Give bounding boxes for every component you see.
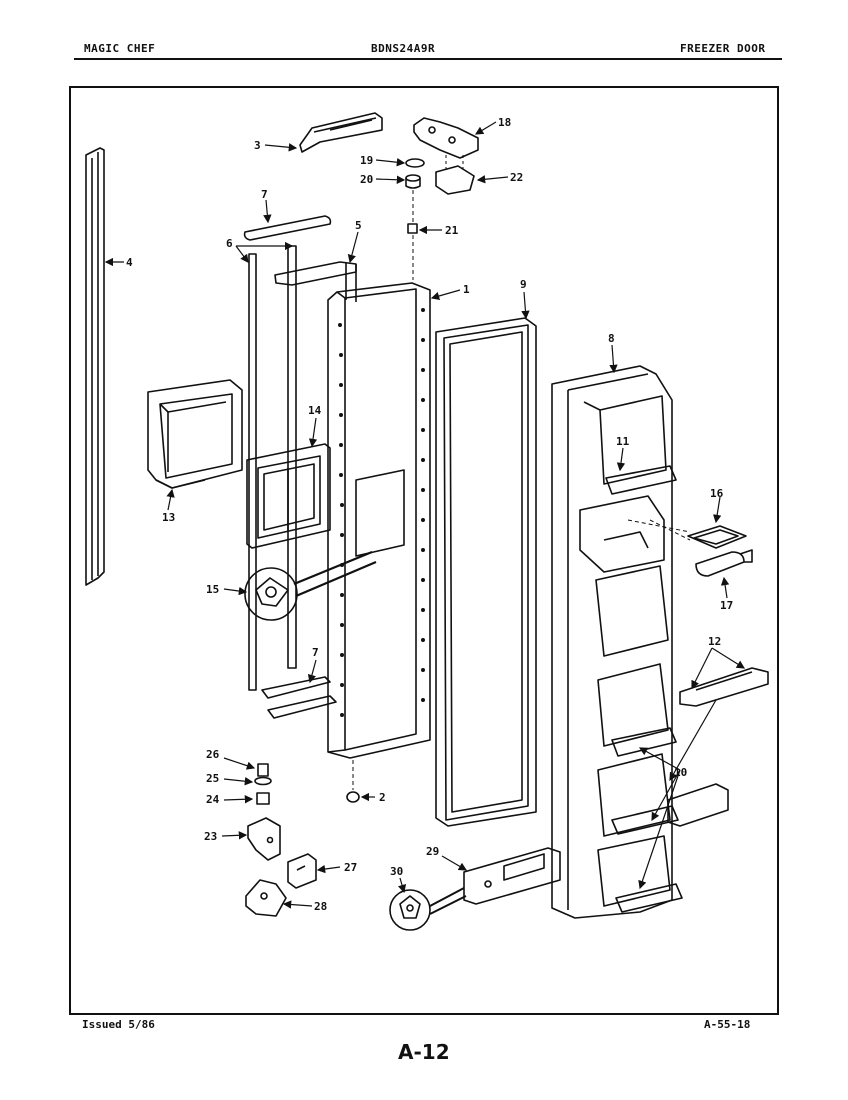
bottom-trim-part	[463, 847, 561, 905]
header-model: BDNS24A9R	[371, 42, 436, 55]
header-rule	[74, 58, 782, 60]
hinge-plate-part	[435, 165, 475, 195]
ice-guide-part	[687, 525, 747, 549]
callout-10: 10	[674, 766, 687, 779]
callout-13: 13	[162, 511, 175, 524]
callout-12: 12	[708, 635, 721, 648]
screw-part	[346, 760, 360, 803]
dispenser-frame-part	[246, 443, 331, 549]
callout-18: 18	[498, 116, 511, 129]
footer-code: A-55-18	[704, 1018, 751, 1031]
hinge-pin-part	[407, 223, 418, 234]
top-hinge-bracket-part	[413, 117, 479, 159]
callout-8: 8	[608, 332, 615, 345]
header-section: FREEZER DOOR	[680, 42, 766, 55]
callout-11: 11	[616, 435, 630, 448]
door-liner-part	[551, 365, 673, 919]
diagram-frame	[69, 86, 779, 1015]
callout-14: 14	[308, 404, 322, 417]
top-shelf-bar-part	[605, 465, 677, 495]
callout-6: 6	[226, 237, 233, 250]
callout-7-top: 7	[261, 188, 268, 201]
top-cap-part	[274, 261, 357, 286]
ice-chute-housing-part	[147, 379, 243, 489]
callout-4: 4	[126, 256, 133, 269]
footer-issued: Issued 5/86	[82, 1018, 155, 1031]
dispenser-panel-part	[355, 469, 405, 557]
hinge-cover-part	[299, 112, 383, 153]
lower-shelf-rail-part	[667, 783, 729, 827]
stop-bracket-part	[287, 853, 317, 889]
shield-detail-part	[244, 550, 377, 621]
lower-hinge-bolt-stack-part	[254, 763, 272, 805]
clip-detail-part	[389, 887, 467, 931]
lower-hinge-part	[247, 817, 281, 861]
callout-25: 25	[206, 772, 219, 785]
callout-17: 17	[720, 599, 733, 612]
callout-5: 5	[355, 219, 362, 232]
callout-9: 9	[520, 278, 527, 291]
bushing-part	[405, 174, 421, 189]
door-gasket-part	[435, 317, 537, 827]
bottom-channel-part	[261, 676, 337, 719]
shelf-rail-part	[679, 667, 769, 707]
callout-21: 21	[445, 224, 459, 237]
callout-labels: 3 4 7 6 5 1 9 8 11 13 14 15 7 2 18 19 20…	[126, 116, 733, 913]
side-rod-part	[248, 245, 297, 691]
inner-door-frame-part	[327, 282, 431, 759]
callout-20: 20	[360, 173, 373, 186]
callout-24: 24	[206, 793, 220, 806]
callout-2: 2	[379, 791, 386, 804]
header-brand: MAGIC CHEF	[84, 42, 156, 55]
callout-23: 23	[204, 830, 217, 843]
callout-22: 22	[510, 171, 523, 184]
callout-15: 15	[206, 583, 219, 596]
callout-19: 19	[360, 154, 373, 167]
page-number: A-12	[398, 1040, 450, 1064]
trim-strip-part	[85, 147, 105, 586]
callout-26: 26	[206, 748, 220, 761]
door-shelf-bar-part	[611, 727, 683, 913]
hinge-bracket-part	[245, 879, 287, 917]
callout-1: 1	[463, 283, 470, 296]
top-channel-part	[243, 215, 332, 241]
callout-7-bottom: 7	[312, 646, 319, 659]
callout-16: 16	[710, 487, 724, 500]
callout-28: 28	[314, 900, 327, 913]
washer-part	[405, 158, 425, 168]
flapper-part	[695, 549, 753, 577]
callout-3: 3	[254, 139, 261, 152]
callout-29: 29	[426, 845, 439, 858]
callout-30: 30	[390, 865, 403, 878]
callout-27: 27	[344, 861, 357, 874]
